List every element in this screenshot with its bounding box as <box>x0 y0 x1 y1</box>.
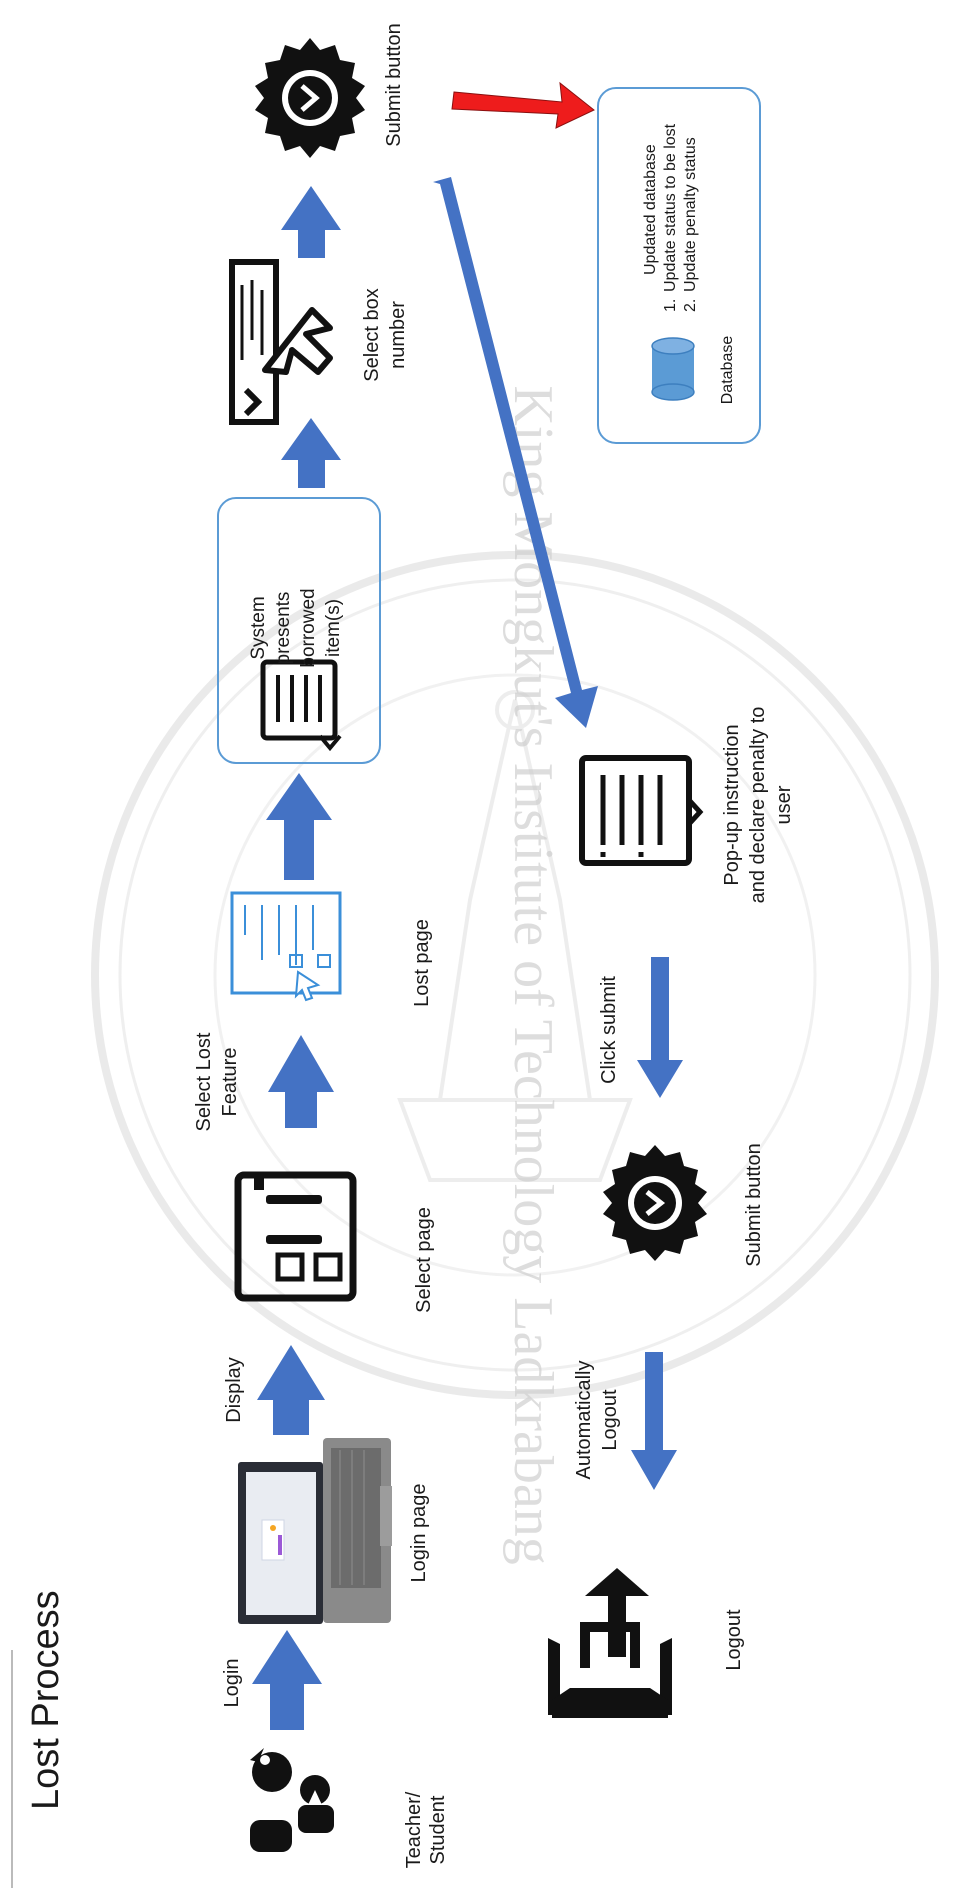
system-box-frame <box>217 497 381 764</box>
select-page-icon <box>234 1171 357 1302</box>
select-page-label: Select page <box>413 1207 435 1313</box>
arrow-to-selectbox <box>281 418 341 488</box>
popup-label-3: user <box>773 785 795 824</box>
logout-node: Logout <box>548 1568 745 1718</box>
edge-label-display: Display <box>223 1357 245 1423</box>
system-label-2: presents <box>273 592 294 665</box>
database-box-node: Database Updated database 1. Update stat… <box>597 87 761 444</box>
submit-badge-icon <box>603 1145 707 1261</box>
system-label-1: System <box>248 596 269 659</box>
system-label-4: item(s) <box>323 599 344 657</box>
arrow-click-submit <box>637 957 683 1098</box>
submit-bottom-label: Submit button <box>743 1143 765 1266</box>
actor-label-1: Teacher/ <box>403 1791 425 1868</box>
select-box-label-1: Select box <box>361 288 383 381</box>
lost-page-label: Lost page <box>411 919 433 1007</box>
watermark-text-group: King Mongkut's Institute of Technology L… <box>502 385 564 1564</box>
watermark-seal <box>91 551 939 1399</box>
database-item-3: Update penalty status <box>682 137 699 292</box>
lost-page-icon <box>230 891 342 1002</box>
dropdown-cursor-icon <box>229 259 333 425</box>
arrow-to-submit <box>281 186 341 258</box>
system-label-3: borrowed <box>298 588 319 667</box>
edge-label-click-submit: Click submit <box>598 976 620 1084</box>
actor-node: Teacher/ Student <box>250 1748 449 1868</box>
teacher-student-icon <box>250 1748 334 1852</box>
submit-badge-icon <box>255 38 365 158</box>
arrow-to-system <box>266 773 332 880</box>
database-item-3-num: 2. <box>682 299 699 312</box>
login-page-label: Login page <box>408 1484 430 1583</box>
actor-label-2: Student <box>427 1795 449 1864</box>
edge-label-login: Login <box>221 1659 243 1708</box>
database-item-1: Updated database <box>642 144 659 275</box>
submit-top-node: Submit button <box>255 23 405 158</box>
arrows <box>252 81 683 1730</box>
logout-icon <box>548 1568 672 1718</box>
select-box-label-2: number <box>387 301 409 369</box>
diagram-title: Lost Process <box>25 1590 67 1810</box>
edge-label-auto-logout-2: Logout <box>599 1389 621 1451</box>
edge-label-select-lost-1: Select Lost <box>193 1032 215 1131</box>
submit-bottom-node: Submit button <box>603 1143 765 1267</box>
document-icon <box>260 659 342 752</box>
watermark-text: King Mongkut's Institute of Technology L… <box>502 385 564 1564</box>
submit-top-label: Submit button <box>383 23 405 146</box>
database-icon <box>651 337 695 401</box>
popup-node: Pop-up instruction and declare penalty t… <box>579 707 795 904</box>
title-group: Lost Process <box>25 1590 67 1810</box>
arrow-to-popup <box>433 177 598 728</box>
laptop-icon <box>238 1438 392 1624</box>
arrow-display <box>257 1345 325 1435</box>
arrow-select-lost <box>268 1035 334 1128</box>
database-label: Database <box>719 336 736 405</box>
edge-label-select-lost-2: Feature <box>219 1048 241 1117</box>
database-item-2-num: 1. <box>662 299 679 312</box>
logout-label: Logout <box>723 1609 745 1671</box>
document-icon <box>579 755 704 866</box>
popup-label-2: and declare penalty to <box>747 707 769 904</box>
edge-label-auto-logout-1: Automatically <box>573 1361 595 1480</box>
login-page-node: Login page <box>238 1438 430 1624</box>
database-item-2: Update status to be lost <box>662 123 679 292</box>
select-page-node: Select page <box>234 1171 435 1313</box>
select-box-node: Select box number <box>229 259 409 425</box>
arrow-to-database <box>451 81 595 129</box>
system-box-node: System presents borrowed item(s) <box>217 497 381 764</box>
lost-page-node: Lost page <box>230 891 433 1007</box>
database-box-frame <box>597 87 761 444</box>
arrow-auto-logout <box>631 1352 677 1490</box>
arrow-login <box>252 1630 322 1730</box>
edge-labels: Login Display Select Lost Feature Click … <box>193 976 621 1708</box>
popup-label-1: Pop-up instruction <box>721 724 743 885</box>
